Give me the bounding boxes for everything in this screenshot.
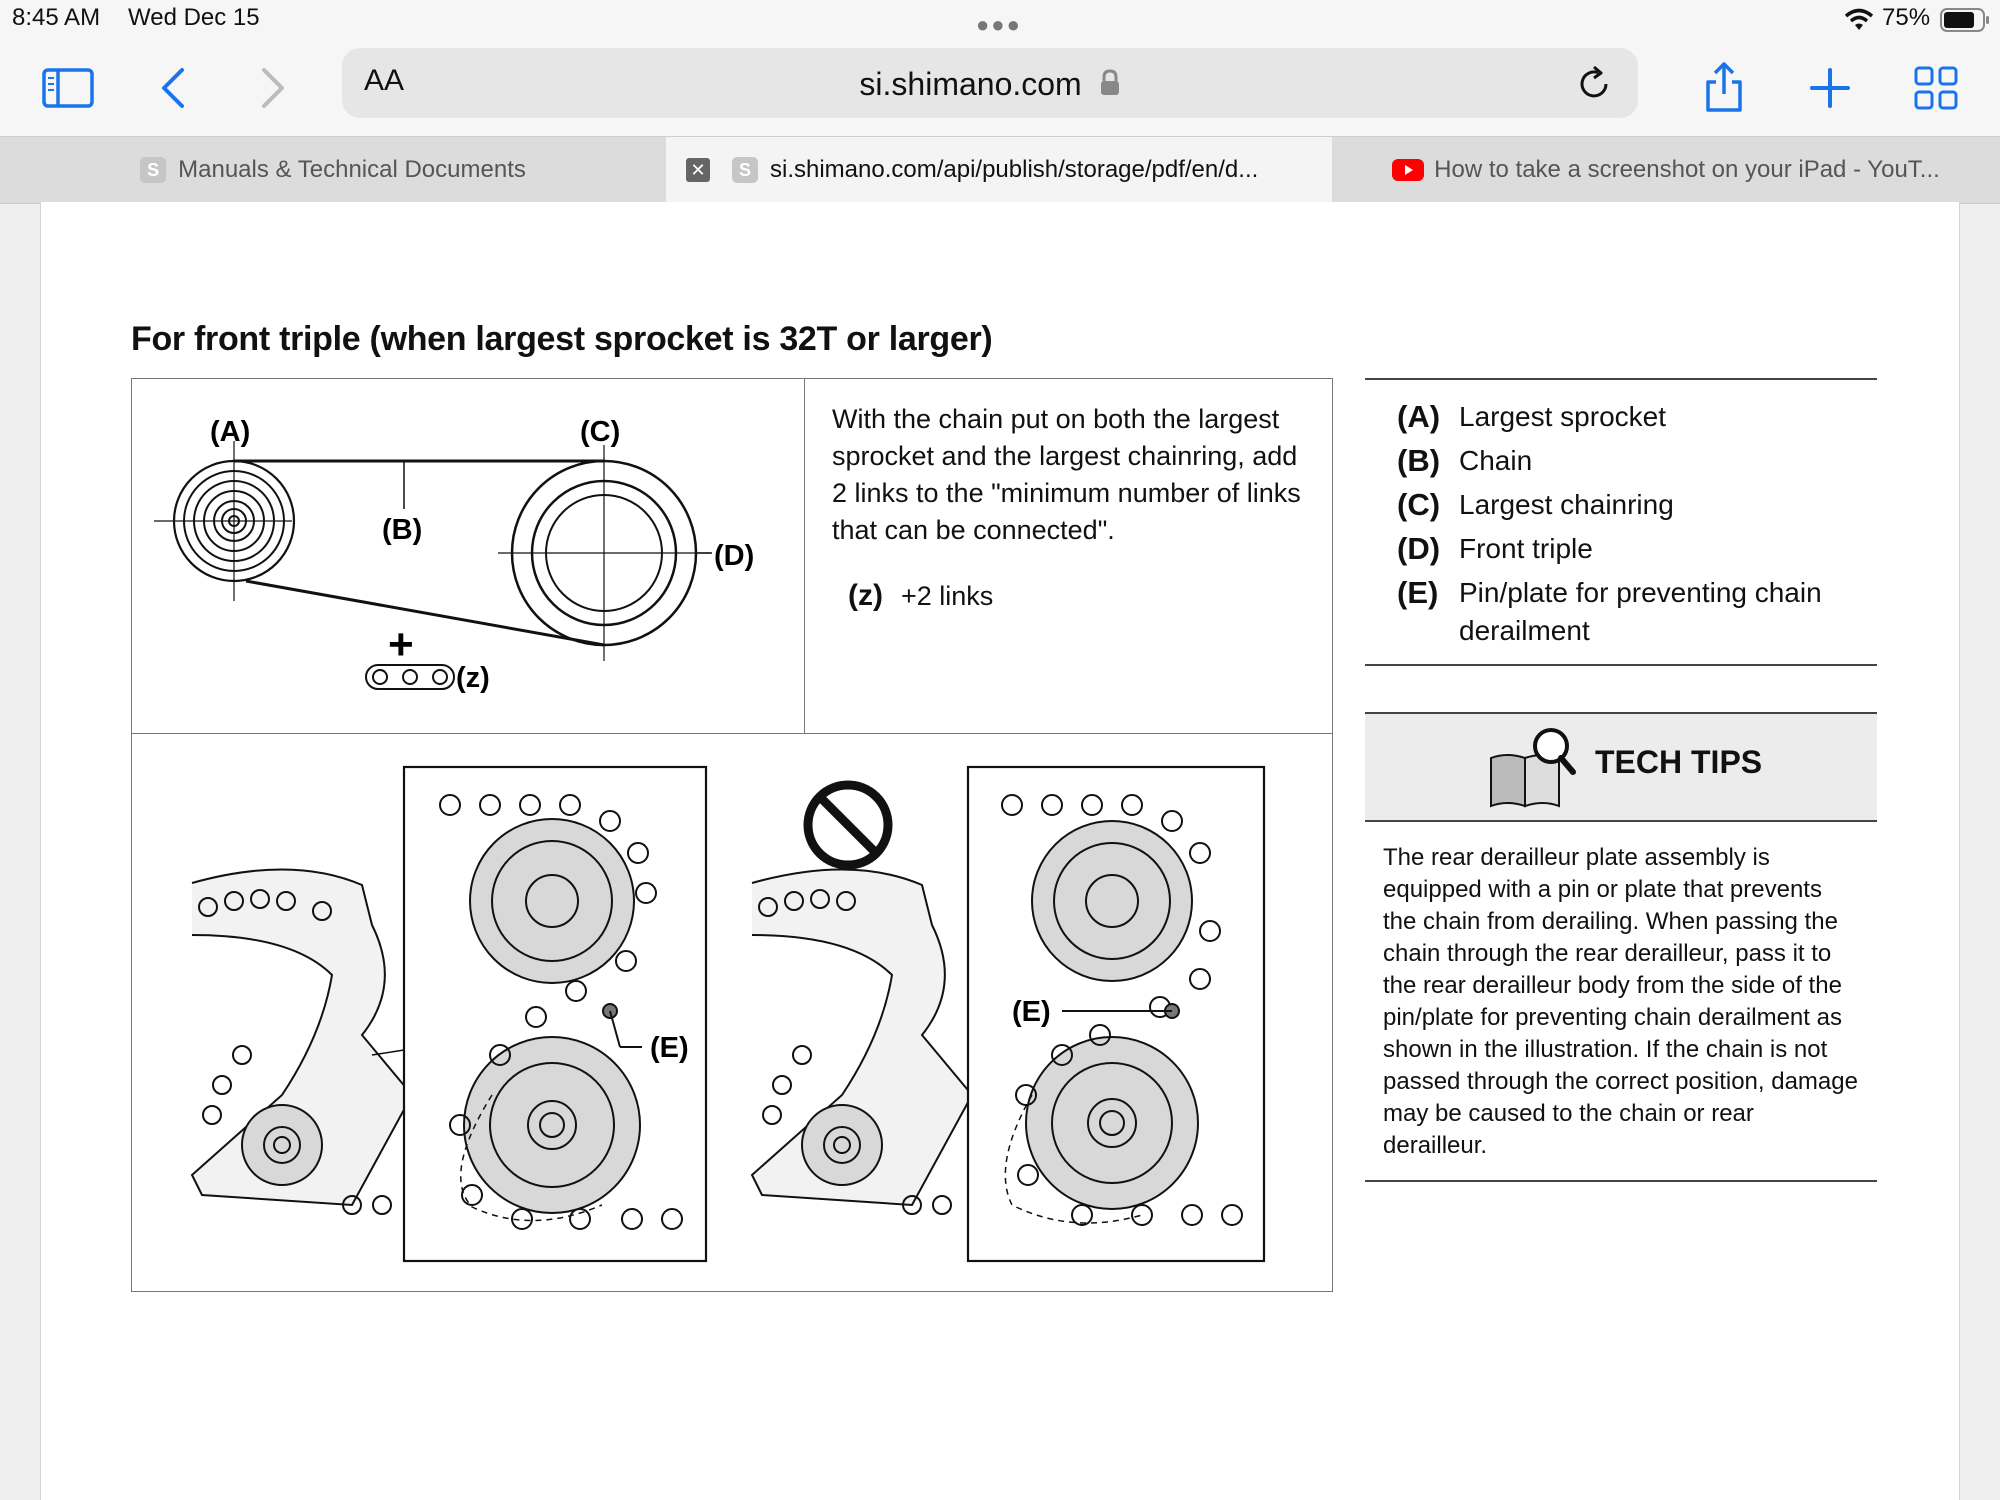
tab-bar: S Manuals & Technical Documents ✕ S si.s… — [0, 136, 2000, 204]
lock-icon — [1100, 69, 1119, 95]
tab-label: Manuals & Technical Documents — [178, 156, 526, 183]
legend-key: (C) — [1397, 487, 1441, 522]
legend-item: (A) Largest sprocket — [1397, 398, 1877, 436]
legend: (A) Largest sprocket (B) Chain (C) Largest … — [1365, 378, 1877, 666]
close-tab-icon[interactable]: ✕ — [686, 158, 710, 182]
status-bar: 8:45 AM Wed Dec 15 ●●● 75% — [0, 0, 2000, 40]
instruction-text: With the chain put on both the largest s… — [832, 404, 1301, 545]
label-z: (z) — [456, 662, 490, 694]
tab-pdf[interactable]: ✕ S si.shimano.com/api/publish/storage/p… — [666, 137, 1332, 203]
label-d: (D) — [714, 540, 754, 572]
legend-text: Chain — [1459, 445, 1533, 476]
browser-toolbar: AA si.shimano.com — [0, 40, 2000, 136]
legend-item: (B) Chain — [1397, 442, 1877, 480]
url-domain: si.shimano.com — [859, 66, 1082, 102]
legend-item: (D) Front triple — [1397, 530, 1877, 568]
sidebar-icon[interactable] — [40, 60, 96, 116]
legend-item: (C) Largest chainring — [1397, 486, 1877, 524]
diagram-box: (A) (C) (B) (D) + (z) With the chain put… — [131, 378, 1333, 1292]
derailleur-illustration: (E) (E) — [190, 765, 1266, 1263]
shimano-favicon-icon: S — [732, 157, 758, 183]
legend-text: Pin/plate for preventing chain derailmen… — [1459, 577, 1822, 646]
legend-key: (B) — [1397, 443, 1441, 478]
legend-key: (E) — [1397, 575, 1439, 610]
legend-text: Largest sprocket — [1459, 401, 1666, 432]
new-tab-icon[interactable] — [1802, 60, 1858, 116]
youtube-icon — [1392, 159, 1425, 181]
label-e-right: (E) — [1012, 996, 1051, 1028]
legend-key: (D) — [1397, 531, 1441, 566]
battery-icon — [1940, 8, 1989, 32]
legend-key: (A) — [1397, 399, 1441, 434]
z-note: (z) +2 links — [848, 579, 993, 613]
label-e-left: (E) — [650, 1032, 689, 1064]
status-time: 8:45 AM — [12, 4, 101, 31]
tab-label: si.shimano.com/api/publish/storage/pdf/e… — [770, 156, 1259, 183]
share-icon[interactable] — [1696, 60, 1752, 116]
tab-overview-icon[interactable] — [1908, 60, 1964, 116]
label-b: (B) — [382, 514, 422, 546]
status-date: Wed Dec 15 — [128, 4, 260, 31]
forward-icon[interactable] — [244, 60, 300, 116]
label-a: (A) — [210, 416, 250, 448]
chain-schematic-diagram: (A) (C) (B) (D) + (z) — [154, 416, 754, 694]
address-bar[interactable]: AA si.shimano.com — [342, 48, 1638, 118]
reload-icon[interactable] — [1574, 64, 1614, 104]
shimano-favicon-icon: S — [140, 157, 167, 183]
tab-youtube[interactable]: How to take a screenshot on your iPad - … — [1332, 137, 2000, 203]
wifi-icon — [1844, 8, 1874, 30]
tech-tips: TECH TIPS The rear derailleur plate asse… — [1365, 712, 1877, 1182]
tech-tips-body: The rear derailleur plate assembly is eq… — [1365, 822, 1877, 1182]
tech-tips-header: TECH TIPS — [1365, 712, 1877, 822]
tab-label: How to take a screenshot on your iPad - … — [1434, 156, 1940, 183]
tech-tips-title: TECH TIPS — [1595, 744, 1763, 780]
back-icon[interactable] — [148, 60, 204, 116]
page-heading: For front triple (when largest sprocket … — [131, 320, 993, 358]
pdf-page: For front triple (when largest sprocket … — [40, 202, 1960, 1500]
label-plus: + — [388, 620, 414, 669]
label-c: (C) — [580, 416, 620, 448]
battery-percent: 75% — [1882, 4, 1931, 31]
url-text[interactable]: si.shimano.com — [342, 66, 1638, 103]
multitask-dots-icon[interactable]: ●●● — [976, 12, 1022, 37]
legend-text: Largest chainring — [1459, 489, 1674, 520]
tab-manuals[interactable]: S Manuals & Technical Documents — [0, 137, 666, 203]
z-value: +2 links — [900, 581, 994, 611]
text-size-button[interactable]: AA — [364, 64, 405, 97]
legend-text: Front triple — [1459, 533, 1593, 564]
book-magnifier-icon — [1490, 728, 1576, 808]
z-key: (z) — [848, 579, 883, 612]
legend-item: (E) Pin/plate for preventing chain derail… — [1397, 574, 1877, 650]
